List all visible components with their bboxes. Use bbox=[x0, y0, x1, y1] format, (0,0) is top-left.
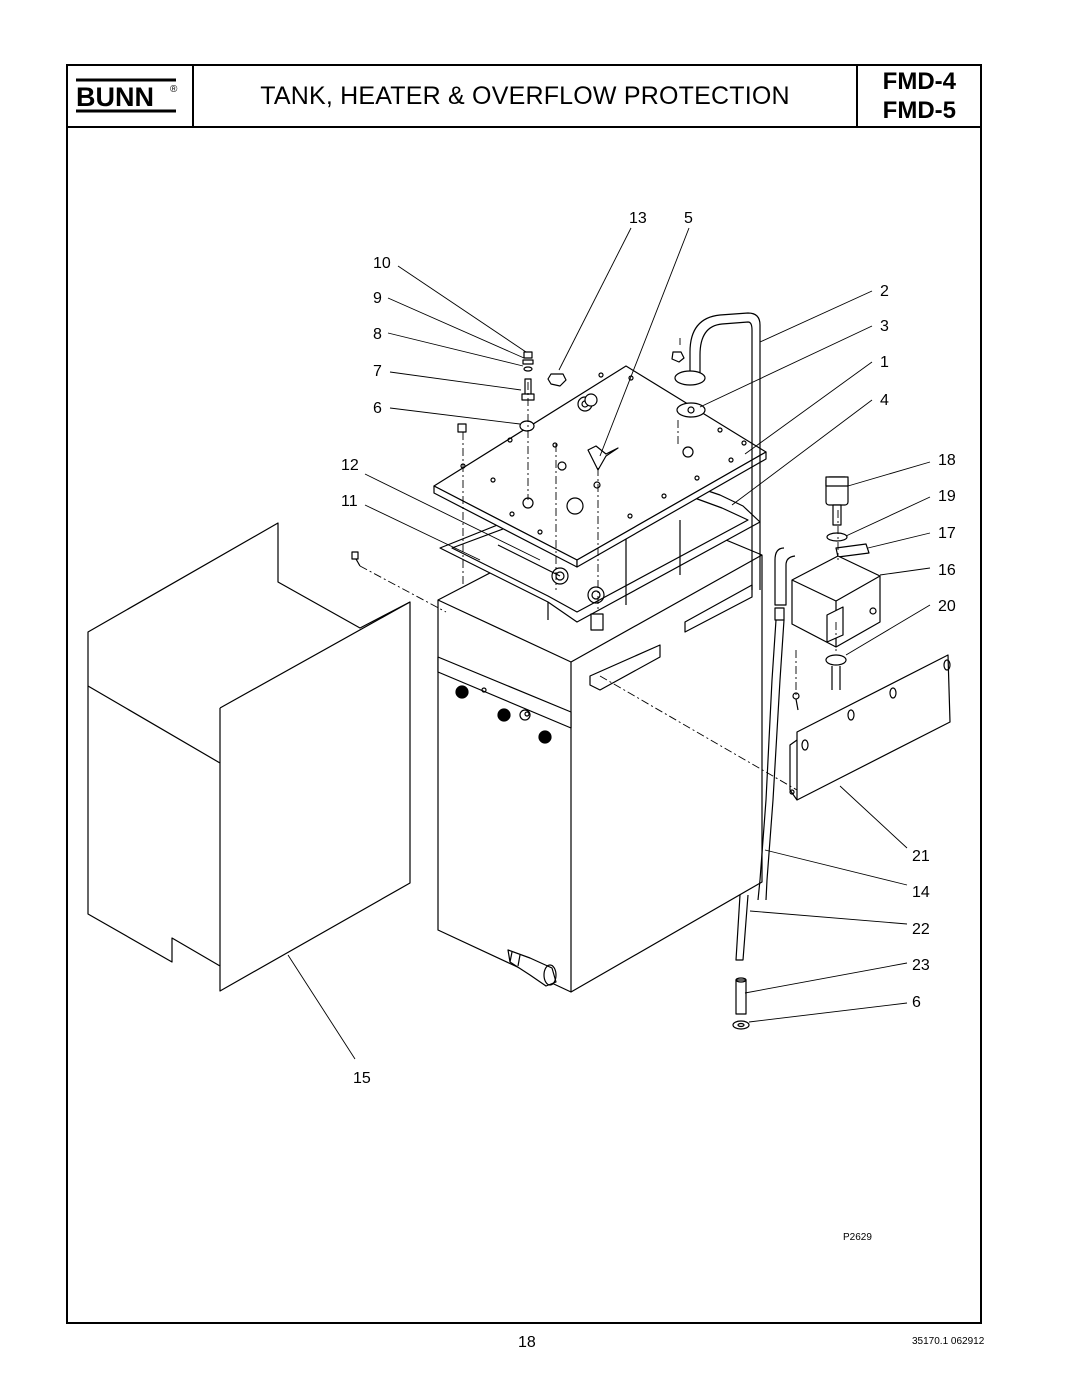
callout-23: 23 bbox=[912, 957, 930, 974]
tank-body bbox=[437, 499, 763, 993]
callout-20: 20 bbox=[938, 598, 956, 615]
assembly-center-lines bbox=[359, 338, 839, 791]
page-number: 18 bbox=[518, 1334, 536, 1351]
callout-leader-lines bbox=[287, 227, 931, 1060]
callout-19: 19 bbox=[938, 488, 956, 505]
mounting-bracket bbox=[789, 654, 951, 801]
model-label-fmd5: FMD-5 bbox=[882, 97, 956, 124]
callout-8: 8 bbox=[373, 326, 382, 343]
callout-11: 11 bbox=[341, 493, 358, 510]
model-label-fmd4: FMD-4 bbox=[882, 68, 956, 95]
overflow-tube bbox=[671, 312, 761, 590]
brand-logo-text: BUNN bbox=[76, 82, 154, 112]
callout-15: 15 bbox=[353, 1070, 371, 1087]
callout-1: 1 bbox=[880, 354, 889, 371]
callout-7: 7 bbox=[373, 363, 382, 380]
callout-14: 14 bbox=[912, 884, 930, 901]
callout-16: 16 bbox=[938, 562, 956, 579]
callout-18: 18 bbox=[938, 452, 956, 469]
page-frame: BUNN ® TANK, HEATER & OVERFLOW PROTECTIO… bbox=[66, 64, 982, 1324]
figure-code: P2629 bbox=[843, 1232, 872, 1243]
callout-2: 2 bbox=[880, 283, 889, 300]
brand-logo-cell: BUNN ® bbox=[68, 66, 194, 126]
callout-numbers: 13 5 10 9 8 7 6 12 11 2 3 1 4 18 19 17 1… bbox=[341, 210, 956, 1087]
callout-3: 3 bbox=[880, 318, 889, 335]
callout-10: 10 bbox=[373, 255, 391, 272]
title-cell: TANK, HEATER & OVERFLOW PROTECTION bbox=[194, 66, 858, 126]
callout-17: 17 bbox=[938, 525, 956, 542]
model-cell: FMD-4 FMD-5 bbox=[858, 66, 982, 126]
page-title: TANK, HEATER & OVERFLOW PROTECTION bbox=[260, 81, 790, 110]
callout-6-heater: 6 bbox=[373, 400, 382, 417]
callout-6-drain: 6 bbox=[912, 994, 921, 1011]
callout-21: 21 bbox=[912, 848, 930, 865]
document-code: 35170.1 062912 bbox=[912, 1336, 985, 1347]
drain-tube bbox=[732, 894, 750, 1030]
level-control-assembly bbox=[757, 476, 881, 901]
callout-4: 4 bbox=[880, 392, 889, 409]
page-header: BUNN ® TANK, HEATER & OVERFLOW PROTECTIO… bbox=[68, 66, 980, 128]
registered-mark: ® bbox=[170, 84, 178, 95]
callout-12: 12 bbox=[341, 457, 359, 474]
callout-5: 5 bbox=[684, 210, 693, 227]
callout-9: 9 bbox=[373, 290, 382, 307]
callout-22: 22 bbox=[912, 921, 930, 938]
outer-shroud-panel bbox=[87, 522, 411, 992]
brand-logo: BUNN ® bbox=[72, 78, 182, 114]
callout-13: 13 bbox=[629, 210, 647, 227]
